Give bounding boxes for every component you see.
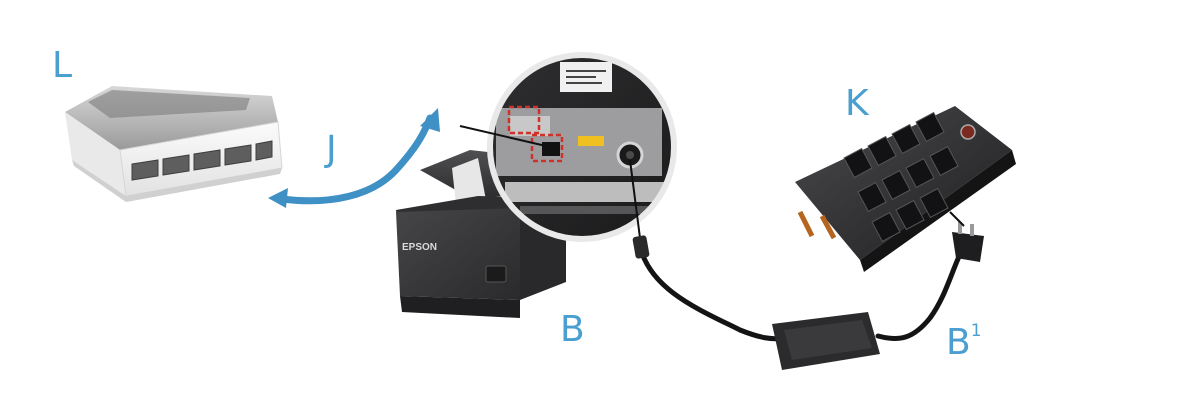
pointer-line (459, 125, 547, 147)
dc-cable (637, 243, 787, 342)
highlight-box (507, 105, 541, 135)
power-strip (795, 106, 1016, 272)
callout-label-l: L (52, 45, 73, 86)
switch-side (65, 112, 126, 196)
coax-connector (819, 214, 837, 240)
printer-front (396, 208, 520, 300)
printer-brand-text: EPSON (402, 242, 437, 253)
dc-plug (632, 235, 650, 259)
pointer-line (629, 159, 641, 239)
pointer-line (949, 211, 965, 227)
printer-power-switch (485, 265, 507, 283)
port-zoom-detail (459, 52, 677, 242)
callout-label-b: B (560, 309, 585, 350)
paper-roll (452, 158, 486, 204)
zoom-ring (487, 52, 677, 242)
coax-connector (797, 210, 815, 238)
ethernet-port (542, 142, 560, 156)
callout-label-j: J (326, 129, 337, 170)
ac-plug (952, 232, 984, 262)
outlet-blocks (843, 111, 959, 243)
power-adapter (632, 211, 984, 370)
ac-cable (875, 247, 965, 342)
callout-label-b1: B1 (946, 322, 982, 363)
callout-label-b1-superscript: 1 (970, 321, 982, 341)
switch-ports (131, 140, 273, 181)
ethernet-cable (268, 108, 440, 208)
callout-label-k: K (845, 83, 869, 124)
cable-connector-end (420, 108, 440, 132)
power-switch-button (960, 124, 976, 140)
warning-sticker (578, 136, 604, 146)
cable-connector-end (268, 188, 288, 208)
highlight-box (530, 133, 564, 163)
callout-label-b1-main: B (946, 322, 971, 363)
network-switch (65, 86, 283, 202)
